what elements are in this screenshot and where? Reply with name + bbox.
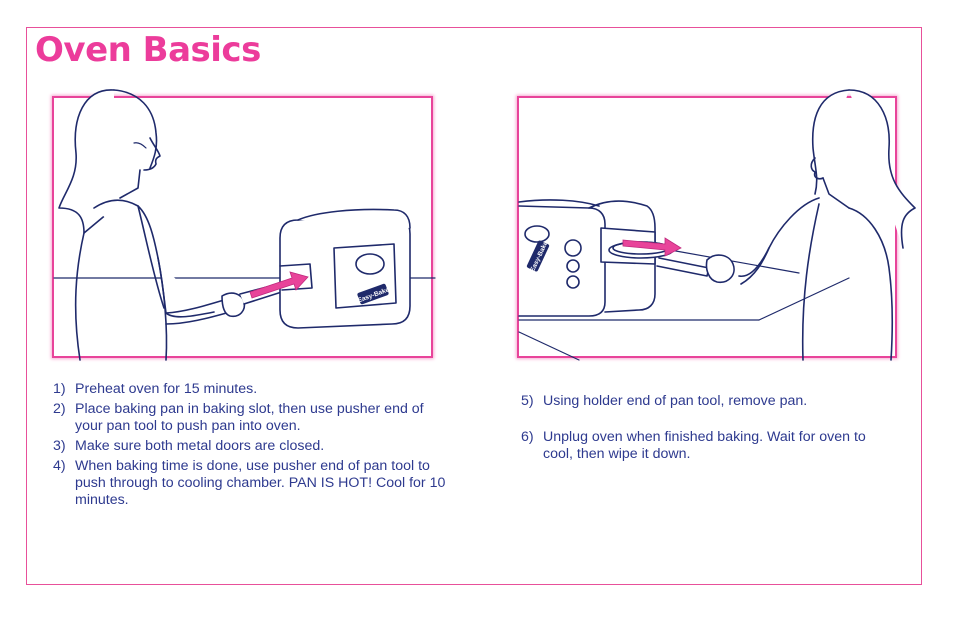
illustration-remove-pan: Easy-Bake [517, 89, 916, 361]
list-item: 6)Unplug oven when finished baking. Wait… [521, 429, 881, 463]
girl-removing-pan-from-oven-icon: Easy-Bake [518, 89, 916, 361]
step-text: Make sure both metal doors are closed. [75, 438, 325, 454]
step-text: Place baking pan in baking slot, then us… [75, 401, 424, 434]
girl-pushing-pan-into-oven-icon: Easy-Bake [53, 89, 436, 361]
instruction-list-right: 5)Using holder end of pan tool, remove p… [521, 393, 881, 482]
step-text: Using holder end of pan tool, remove pan… [543, 393, 808, 409]
list-item: 1)Preheat oven for 15 minutes. [53, 381, 453, 398]
list-item: 4)When baking time is done, use pusher e… [53, 458, 453, 509]
page-title: Oven Basics [35, 30, 261, 70]
step-text: When baking time is done, use pusher end… [75, 458, 446, 508]
push-arrow-icon [249, 271, 309, 299]
step-text: Preheat oven for 15 minutes. [75, 381, 258, 397]
instruction-list-left: 1)Preheat oven for 15 minutes. 2)Place b… [53, 381, 453, 512]
pull-arrow-icon [622, 237, 682, 257]
list-item: 2)Place baking pan in baking slot, then … [53, 401, 453, 435]
list-item: 3)Make sure both metal doors are closed. [53, 438, 453, 455]
list-item: 5)Using holder end of pan tool, remove p… [521, 393, 881, 410]
illustration-push-pan-in: Easy-Bake [52, 89, 436, 361]
step-text: Unplug oven when finished baking. Wait f… [543, 429, 866, 462]
page-frame [26, 27, 922, 585]
